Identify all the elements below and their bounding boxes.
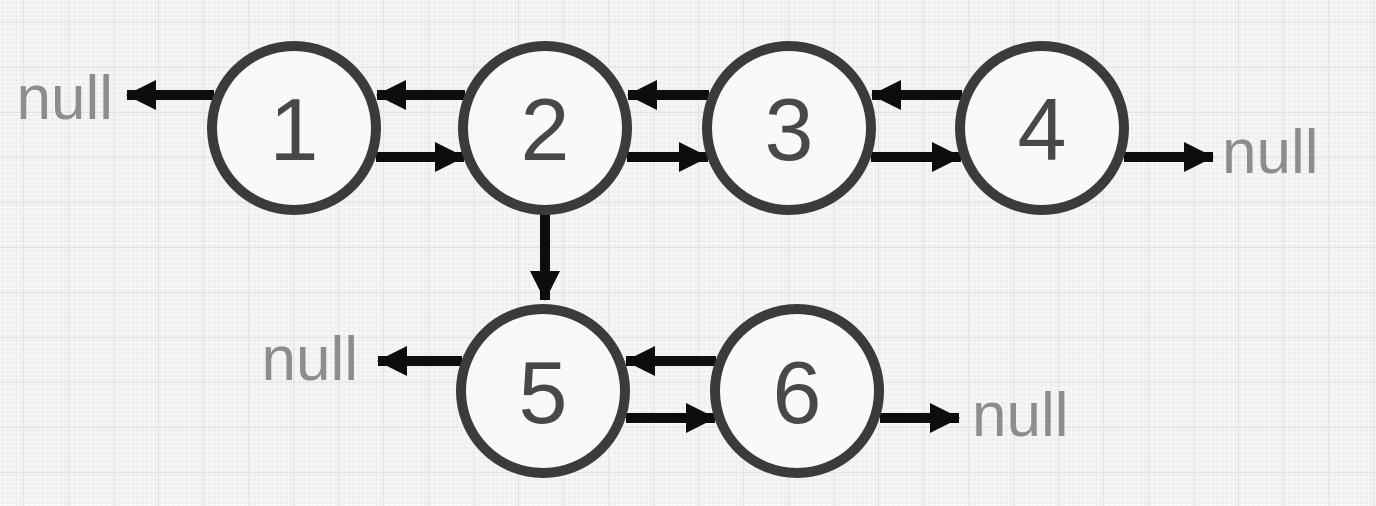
node-4: 4	[955, 41, 1129, 215]
row1-head-prev-null-label: null	[16, 64, 113, 133]
node-1: 1	[207, 41, 381, 215]
node-3-circle	[702, 41, 876, 215]
node-5-circle	[456, 304, 630, 478]
node-4-value: 4	[1018, 80, 1067, 179]
node-1-value: 1	[270, 80, 319, 179]
row2-tail-next-null-label: null	[972, 381, 1069, 450]
row2-head-prev-null-label: null	[261, 325, 358, 394]
node-3: 3	[702, 41, 876, 215]
node-6-circle	[710, 304, 884, 478]
node-3-value: 3	[765, 80, 814, 179]
row1-tail-next-null-label: null	[1222, 118, 1319, 187]
node-2-circle	[458, 41, 632, 215]
node-2-value: 2	[521, 80, 570, 179]
node-2: 2	[458, 41, 632, 215]
node-1-circle	[207, 41, 381, 215]
node-5-value: 5	[519, 343, 568, 442]
node-4-circle	[955, 41, 1129, 215]
node-6-value: 6	[773, 343, 822, 442]
node-6: 6	[710, 304, 884, 478]
node-5: 5	[456, 304, 630, 478]
